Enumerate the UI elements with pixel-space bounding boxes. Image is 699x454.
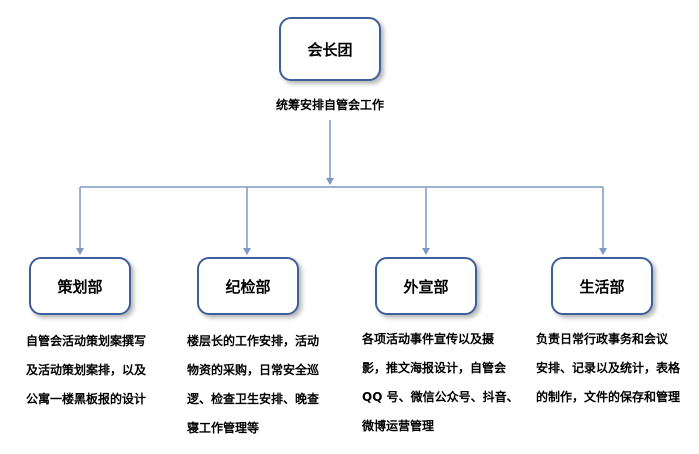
top-node-caption: 统筹安排自管会工作 (276, 98, 385, 112)
desc-line: 楼层长的工作安排，活动 (187, 334, 320, 348)
dept-box-life: 生活部 (551, 257, 653, 315)
desc-line: QQ 号、微信公众号、抖音、 (362, 390, 519, 404)
desc-line: 自管会活动策划案撰写 (26, 334, 147, 348)
dept-name-publicity: 外宣部 (403, 277, 449, 296)
dept-desc-planning: 自管会活动策划案撰写 及活动策划案排，以及 公寓一楼黑板报的设计 (26, 327, 146, 414)
desc-line: 的制作，文件的保存和管理 (536, 390, 681, 404)
dept-box-planning: 策划部 (29, 257, 131, 315)
desc-line: 各项活动事件宣传以及摄 (362, 332, 495, 346)
dept-desc-discipline: 楼层长的工作安排，活动 物资的采购，日常安全巡 逻、检查卫生安排、晚查 寝工作管… (187, 327, 319, 443)
desc-line: 安排、记录以及统计，表格 (536, 361, 681, 375)
dept-box-discipline: 纪检部 (197, 257, 299, 315)
desc-line: 负责日常行政事务和会议 (536, 332, 669, 346)
desc-line: 物资的采购，日常安全巡 (187, 363, 320, 377)
dept-name-planning: 策划部 (57, 277, 103, 296)
top-node-box: 会长团 (279, 17, 381, 81)
dept-name-life: 生活部 (579, 277, 625, 296)
dept-desc-life: 负责日常行政事务和会议 安排、记录以及统计，表格 的制作，文件的保存和管理 (536, 325, 680, 412)
dept-name-discipline: 纪检部 (225, 277, 271, 296)
dept-box-publicity: 外宣部 (375, 257, 477, 315)
desc-line: 影，推文海报设计，自管会 (362, 361, 507, 375)
top-node-title: 会长团 (307, 40, 353, 59)
desc-line: 及活动策划案排，以及 (26, 363, 147, 377)
desc-line: 逻、检查卫生安排、晚查 (187, 392, 320, 406)
desc-line: 寝工作管理等 (187, 421, 260, 435)
desc-line: 微博运营管理 (362, 419, 435, 433)
dept-desc-publicity: 各项活动事件宣传以及摄 影，推文海报设计，自管会 QQ 号、微信公众号、抖音、 … (362, 325, 519, 441)
desc-line: 公寓一楼黑板报的设计 (26, 392, 147, 406)
